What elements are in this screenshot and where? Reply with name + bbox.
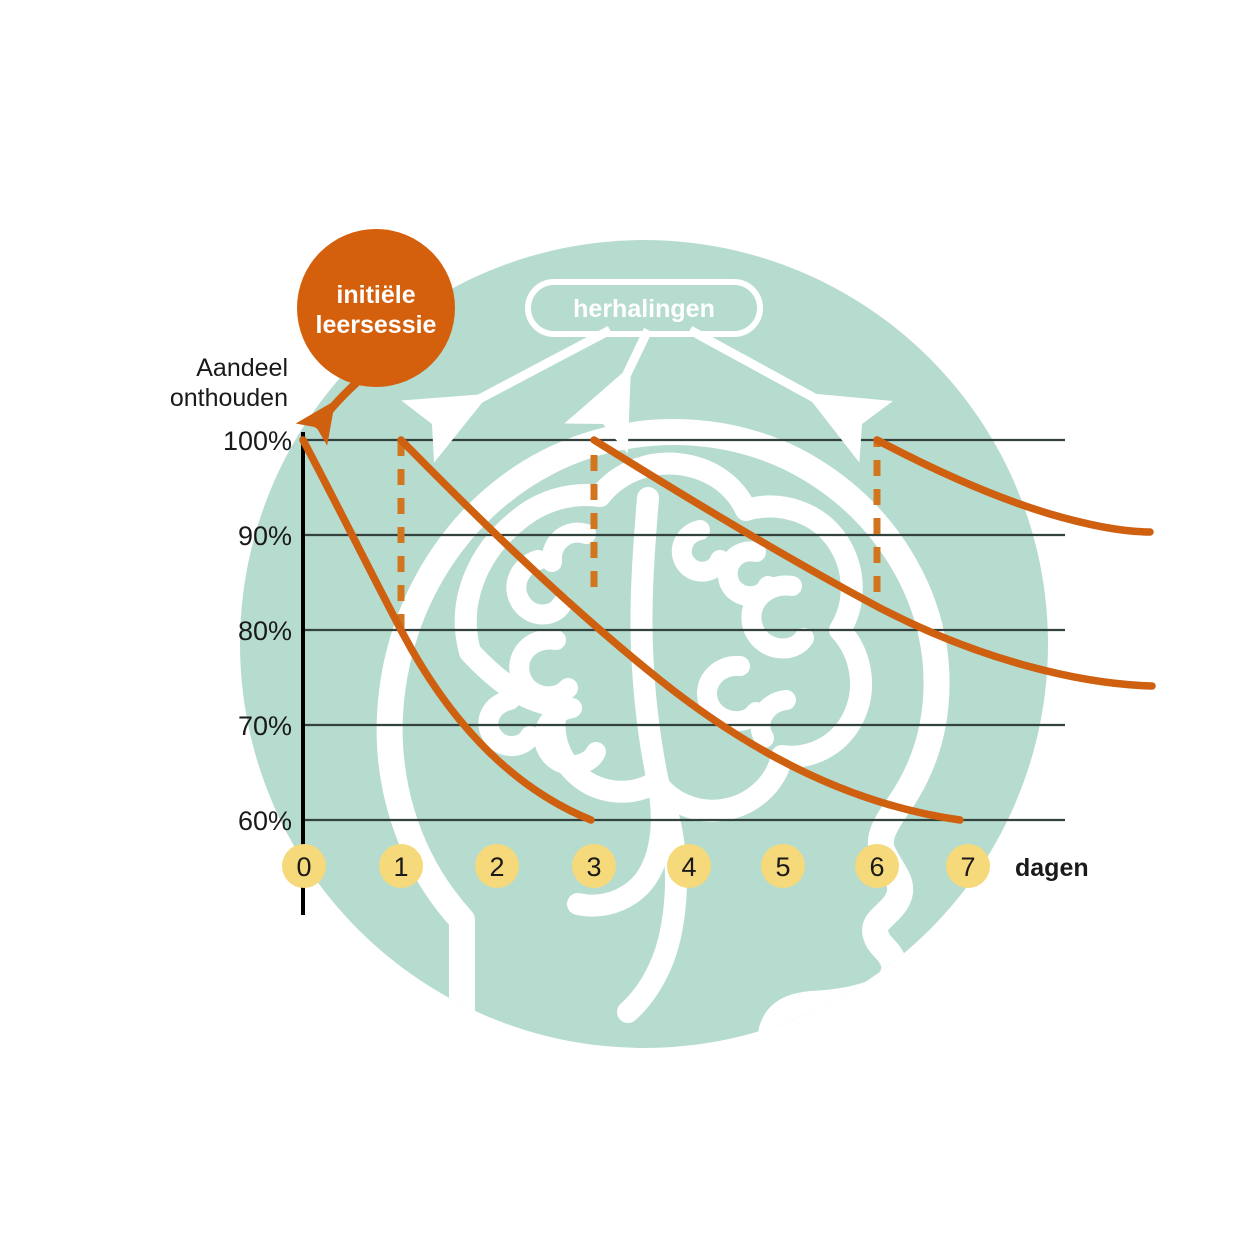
curve-3-after-day-3 <box>590 436 1156 690</box>
gyrus-swirl-10 <box>750 690 796 748</box>
day-badge-label-3: 3 <box>586 852 601 882</box>
y-tick-label-70: 70% <box>238 711 292 741</box>
day-badge-label-0: 0 <box>296 852 311 882</box>
curve-4-after-day-6 <box>873 436 1154 536</box>
day-badge-3[interactable]: 3 <box>572 844 616 888</box>
y-tick-label-80: 80% <box>238 616 292 646</box>
y-tick-label-90: 90% <box>238 521 292 551</box>
day-badge-7[interactable]: 7 <box>946 844 990 888</box>
repetitions-pill[interactable]: herhalingen <box>525 279 763 337</box>
initial-session-badge[interactable]: initiële leersessie <box>297 229 455 387</box>
arrow-to-day-6 <box>687 326 894 463</box>
repetitions-pill-outline <box>525 279 763 337</box>
day-badge-5[interactable]: 5 <box>761 844 805 888</box>
y-tick-label-60: 60% <box>238 806 292 836</box>
gyrus-swirl-9 <box>697 655 766 731</box>
initial-session-label-line1: initiële <box>336 281 415 309</box>
repetitions-pill-label: herhalingen <box>573 295 715 323</box>
y-axis-tick-labels: 100% 90% 80% 70% 60% <box>223 426 292 836</box>
x-axis-label-dagen: dagen <box>1015 854 1089 882</box>
day-badge-label-7: 7 <box>960 852 975 882</box>
repetition-arrows <box>401 326 894 463</box>
y-axis-title-line2: onthouden <box>170 384 288 412</box>
initial-session-label-line2: leersessie <box>316 311 437 339</box>
initial-session-circle <box>297 229 455 387</box>
brain-stem-path <box>617 779 687 1023</box>
gyrus-swirl-1 <box>506 550 572 625</box>
day-badge-6[interactable]: 6 <box>855 844 899 888</box>
curve-1-initial <box>299 436 595 824</box>
forgetting-curves <box>299 436 1156 824</box>
day-badge-label-6: 6 <box>869 852 884 882</box>
y-axis-title: Aandeel onthouden <box>170 354 288 412</box>
gyrus-swirl-4 <box>534 698 606 775</box>
gyrus-swirl-5 <box>541 522 596 572</box>
arrow-to-day-1 <box>401 326 613 463</box>
arrow-to-day-3 <box>564 328 653 454</box>
gyrus-swirl-3 <box>478 690 540 756</box>
day-badges[interactable]: 0 1 2 3 4 5 6 <box>282 844 990 888</box>
day-badge-label-5: 5 <box>775 852 790 882</box>
day-badge-4[interactable]: 4 <box>667 844 711 888</box>
day-badge-1[interactable]: 1 <box>379 844 423 888</box>
brain-outline-path <box>454 452 873 822</box>
day-badge-2[interactable]: 2 <box>475 844 519 888</box>
gyrus-swirl-6 <box>671 520 730 582</box>
brain-fissure-path <box>567 487 673 917</box>
day-badge-label-1: 1 <box>393 852 408 882</box>
y-axis-title-line1: Aandeel <box>196 354 288 382</box>
day-badge-label-4: 4 <box>681 852 696 882</box>
y-tick-label-100: 100% <box>223 426 292 456</box>
repetition-risers <box>397 440 881 630</box>
neck-right-line <box>731 1025 785 1048</box>
gyrus-swirl-2 <box>509 629 578 707</box>
curve-2-after-day-1 <box>397 436 964 824</box>
day-badge-label-2: 2 <box>489 852 504 882</box>
day-badge-0[interactable]: 0 <box>282 844 326 888</box>
